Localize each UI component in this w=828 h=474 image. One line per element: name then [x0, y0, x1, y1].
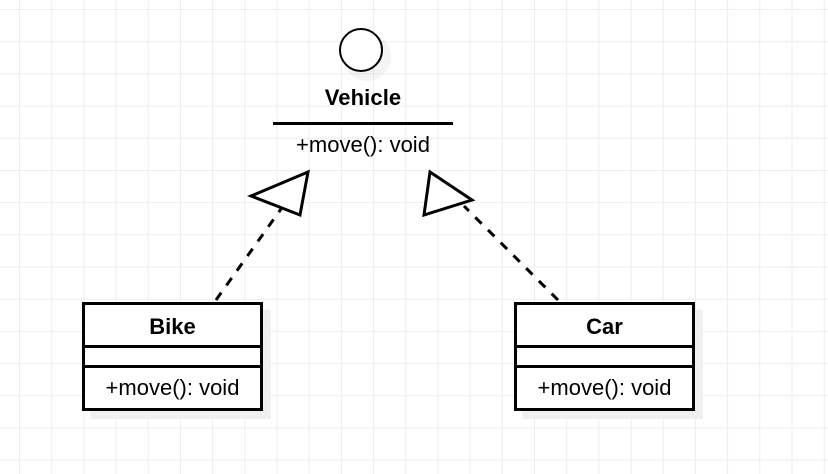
- realization-line-car-vehicle: [462, 204, 560, 302]
- class-node-bike[interactable]: Bike +move(): void: [82, 302, 263, 411]
- class-operation-label-bike: +move(): void: [105, 375, 240, 400]
- class-operation-label-car: +move(): void: [537, 375, 672, 400]
- interface-node-vehicle[interactable]: Vehicle +move(): void: [262, 26, 464, 166]
- class-node-car[interactable]: Car +move(): void: [514, 302, 695, 411]
- class-name-label-car: Car: [517, 305, 692, 348]
- interface-divider: [273, 122, 453, 125]
- class-attributes-compartment-bike: [85, 348, 260, 368]
- class-attributes-compartment-car: [517, 348, 692, 368]
- interface-operation-label: +move(): void: [296, 132, 430, 157]
- interface-circle-icon: [339, 28, 383, 72]
- hollow-triangle-arrowhead-car: [422, 169, 476, 218]
- realization-line-bike-vehicle: [214, 208, 283, 301]
- hollow-triangle-arrowhead-bike: [246, 169, 310, 218]
- interface-name-label: Vehicle: [324, 85, 402, 110]
- class-name-label-bike: Bike: [85, 305, 260, 348]
